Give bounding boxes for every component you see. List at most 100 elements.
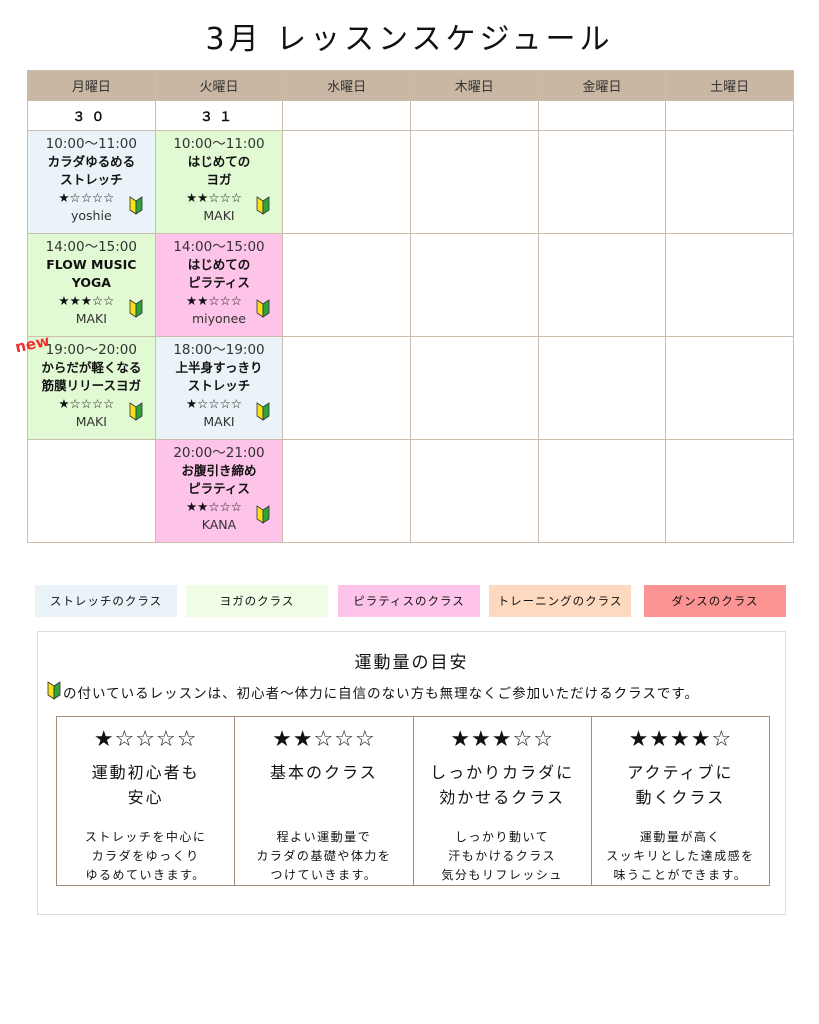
level-name: しっかりカラダに 効かせるクラス <box>430 763 575 807</box>
lesson-name: カラダゆるめる <box>47 154 136 169</box>
legend-item: ピラティスのクラス <box>338 585 480 617</box>
empty-cell <box>27 439 156 543</box>
lesson-name: 上半身すっきり <box>175 360 263 375</box>
empty-cell <box>409 439 539 543</box>
lesson-stars: ★☆☆☆☆ <box>58 190 115 205</box>
lesson-teacher: MAKI <box>75 311 107 326</box>
guide-note-text: の付いているレッスンは、初心者～体力に自信のない方も無理なくご参加いただけるクラ… <box>63 686 699 702</box>
beginner-mark-icon <box>47 680 61 704</box>
lesson-name: ピラティス <box>188 275 250 290</box>
empty-cell <box>665 439 794 543</box>
level-stars: ★☆☆☆☆ <box>93 727 198 752</box>
empty-cell <box>282 336 411 440</box>
empty-cell <box>282 439 411 543</box>
lesson-cell[interactable]: 10:00～11:00 カラダゆるめるストレッチ ★☆☆☆☆ yoshie <box>27 130 156 234</box>
lesson-time: 19:00～20:00 <box>45 342 137 358</box>
lesson-name: YOGA <box>71 275 111 290</box>
level-name: アクティブに 動くクラス <box>627 763 734 807</box>
lesson-name: からだが軽くなる <box>41 360 142 375</box>
beginner-mark-icon <box>256 195 270 215</box>
level-name: 基本のクラス <box>270 763 378 782</box>
beginner-mark-icon <box>256 401 270 421</box>
date-cell <box>665 100 794 131</box>
lesson-teacher: MAKI <box>203 414 235 429</box>
beginner-mark-icon <box>256 504 270 524</box>
empty-cell <box>409 130 539 234</box>
legend-item: トレーニングのクラス <box>489 585 631 617</box>
day-header: 土曜日 <box>665 70 794 101</box>
beginner-mark-icon <box>129 401 143 421</box>
date-cell <box>409 100 539 131</box>
day-header: 火曜日 <box>154 70 284 101</box>
empty-cell <box>537 439 667 543</box>
lesson-teacher: yoshie <box>71 208 112 223</box>
level-column: ★★★★☆ アクティブに 動くクラス運動量が高く スッキリとした達成感を 味うこと… <box>592 717 769 885</box>
guide-note: の付いているレッスンは、初心者～体力に自信のない方も無理なくご参加いただけるクラ… <box>47 680 699 704</box>
day-header: 月曜日 <box>27 70 156 101</box>
empty-cell <box>537 336 667 440</box>
level-name: 運動初心者も 安心 <box>91 763 200 807</box>
empty-cell <box>537 233 667 337</box>
legend-item: ストレッチのクラス <box>35 585 177 617</box>
empty-cell <box>665 233 794 337</box>
level-column: ★★★☆☆しっかりカラダに 効かせるクラスしっかり動いて 汗もかけるクラス 気分… <box>414 717 592 885</box>
level-stars: ★★★★☆ <box>628 727 733 752</box>
legend-item: ダンスのクラス <box>644 585 786 617</box>
level-table: ★☆☆☆☆ 運動初心者も 安心ストレッチを中心に カラダをゆっくり ゆるめていきま… <box>56 716 770 886</box>
empty-cell <box>409 336 539 440</box>
date-cell <box>282 100 411 131</box>
lesson-name: FLOW MUSIC <box>46 257 137 272</box>
lesson-time: 10:00～11:00 <box>173 136 265 152</box>
lesson-name: 筋膜リリースヨガ <box>41 378 142 393</box>
lesson-cell[interactable]: 10:00～11:00 はじめてのヨガ ★★☆☆☆ MAKI <box>154 130 284 234</box>
lesson-name: はじめての <box>187 154 251 169</box>
lesson-name: ピラティス <box>188 481 250 496</box>
lesson-name: ストレッチ <box>60 172 123 187</box>
date-cell <box>537 100 667 131</box>
lesson-stars: ★☆☆☆☆ <box>185 396 242 411</box>
lesson-name: お腹引き締め <box>181 463 257 478</box>
date-cell: ３０ <box>27 100 156 131</box>
empty-cell <box>409 233 539 337</box>
lesson-stars: ★☆☆☆☆ <box>58 396 115 411</box>
level-desc: 程よい運動量で カラダの基礎や体力を つけていきます。 <box>256 830 392 882</box>
lesson-time: 10:00～11:00 <box>45 136 137 152</box>
lesson-cell[interactable]: 18:00～19:00 上半身すっきりストレッチ ★☆☆☆☆ MAKI <box>154 336 284 440</box>
beginner-mark-icon <box>129 298 143 318</box>
lesson-time: 18:00～19:00 <box>173 342 265 358</box>
date-cell: ３１ <box>154 100 284 131</box>
day-header: 金曜日 <box>537 70 667 101</box>
level-desc: ストレッチを中心に カラダをゆっくり ゆるめていきます。 <box>84 830 207 882</box>
level-column: ★★☆☆☆基本のクラス程よい運動量で カラダの基礎や体力を つけていきます。 <box>235 717 414 885</box>
legend-item: ヨガのクラス <box>186 585 328 617</box>
lesson-cell[interactable]: 20:00～21:00 お腹引き締めピラティス ★★☆☆☆ KANA <box>154 439 284 543</box>
lesson-stars: ★★☆☆☆ <box>185 190 242 205</box>
level-desc: 運動量が高く スッキリとした達成感を 味うことができます。 <box>606 830 755 882</box>
lesson-cell[interactable]: 14:00～15:00 はじめてのピラティス ★★☆☆☆ miyonee <box>154 233 284 337</box>
empty-cell <box>282 130 411 234</box>
level-desc: しっかり動いて 汗もかけるクラス 気分もリフレッシュ <box>441 830 563 882</box>
page-title: 3月 レッスンスケジュール <box>205 22 614 57</box>
beginner-mark-icon <box>129 195 143 215</box>
lesson-stars: ★★☆☆☆ <box>185 499 242 514</box>
day-header: 木曜日 <box>409 70 539 101</box>
guide-title: 運動量の目安 <box>354 653 469 673</box>
empty-cell <box>665 130 794 234</box>
lesson-name: ストレッチ <box>187 378 251 393</box>
lesson-teacher: MAKI <box>75 414 107 429</box>
beginner-mark-icon <box>256 298 270 318</box>
level-column: ★☆☆☆☆ 運動初心者も 安心ストレッチを中心に カラダをゆっくり ゆるめていきま… <box>57 717 236 885</box>
lesson-time: 14:00～15:00 <box>173 239 265 255</box>
exercise-guide: 運動量の目安 の付いているレッスンは、初心者～体力に自信のない方も無理なくご参加… <box>37 631 786 915</box>
lesson-teacher: MAKI <box>203 208 235 223</box>
lesson-stars: ★★☆☆☆ <box>185 293 242 308</box>
lesson-teacher: miyonee <box>191 311 246 326</box>
lesson-name: はじめての <box>187 257 251 272</box>
lesson-name: ヨガ <box>206 172 232 187</box>
lesson-time: 20:00～21:00 <box>173 445 265 461</box>
empty-cell <box>282 233 411 337</box>
lesson-teacher: KANA <box>201 517 237 532</box>
